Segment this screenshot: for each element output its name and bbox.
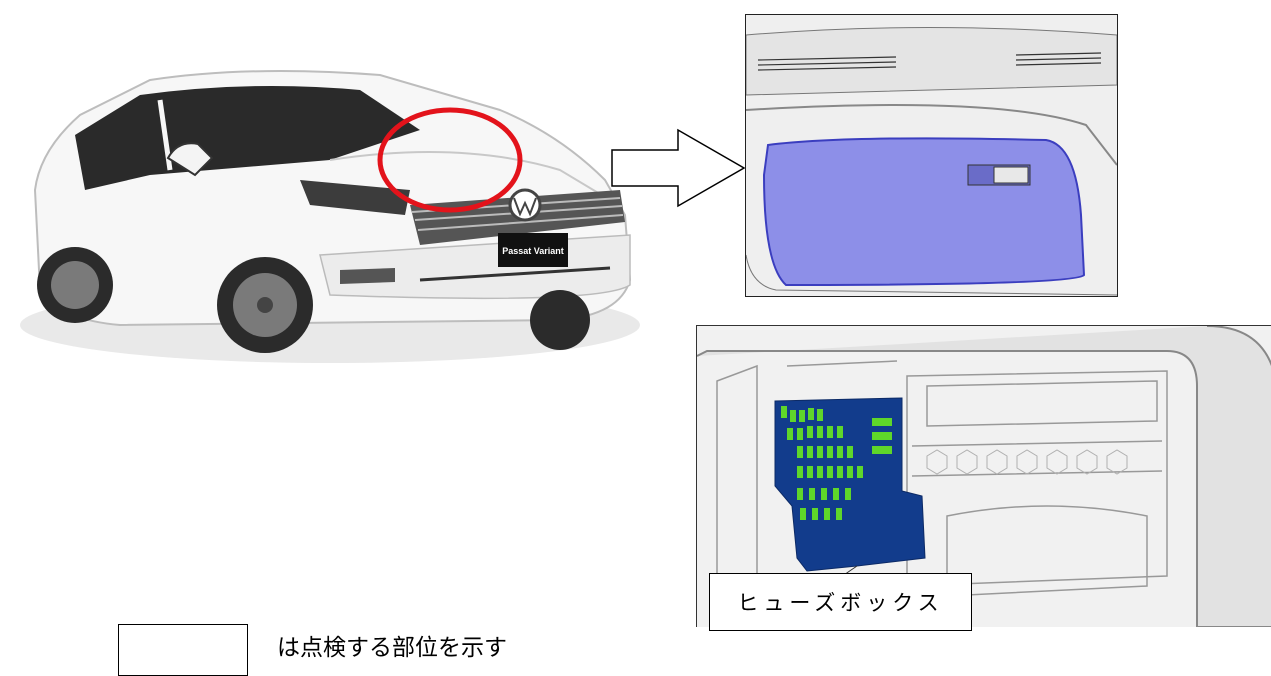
glovebox-image [745,14,1118,297]
glovebox-lid-highlight [762,137,1086,287]
fusebox-label: ヒューズボックス [709,573,972,631]
fusebox-body [774,397,926,572]
legend-text: は点検する部位を示す [277,635,507,661]
fuses [781,406,892,520]
inspection-highlight-ellipse [377,107,523,213]
car-illustration: Passat Variant [20,70,640,363]
legend-sample-box [118,624,248,676]
license-plate-text: Passat Variant [502,246,564,256]
right-arrow-icon [611,128,746,208]
